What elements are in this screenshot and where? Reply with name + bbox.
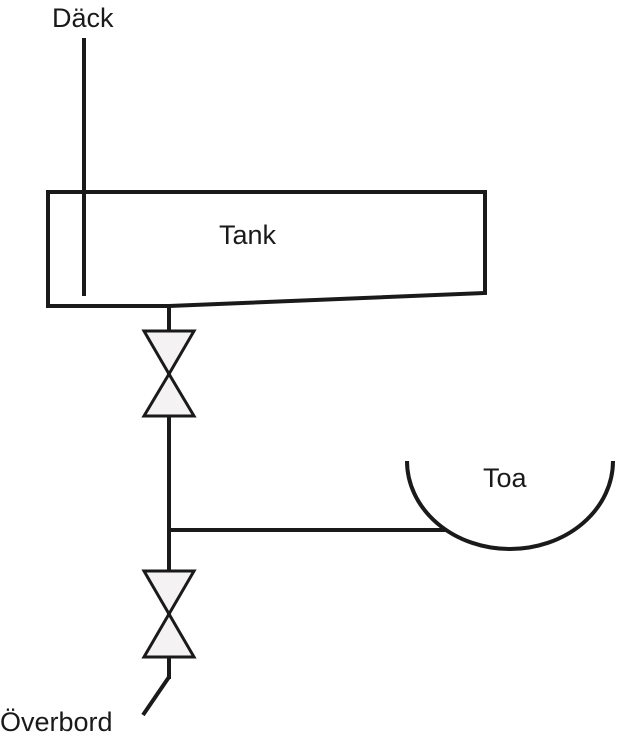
lower-valve-bottom-half bbox=[141, 611, 197, 659]
upper-valve-bottom-half bbox=[141, 371, 197, 418]
upper-valve-top-half bbox=[141, 329, 197, 377]
deck-label: Däck bbox=[52, 3, 114, 33]
holding-tank bbox=[46, 190, 487, 308]
toilet-bowl bbox=[405, 460, 615, 551]
upper-valve bbox=[141, 329, 197, 418]
overboard-label: Överbord bbox=[0, 707, 113, 737]
tank-label: Tank bbox=[219, 220, 277, 250]
overboard-outlet-pipe bbox=[141, 675, 171, 717]
toilet-label: Toa bbox=[483, 463, 528, 493]
lower-valve bbox=[141, 569, 197, 659]
lower-valve-top-half bbox=[141, 569, 197, 617]
